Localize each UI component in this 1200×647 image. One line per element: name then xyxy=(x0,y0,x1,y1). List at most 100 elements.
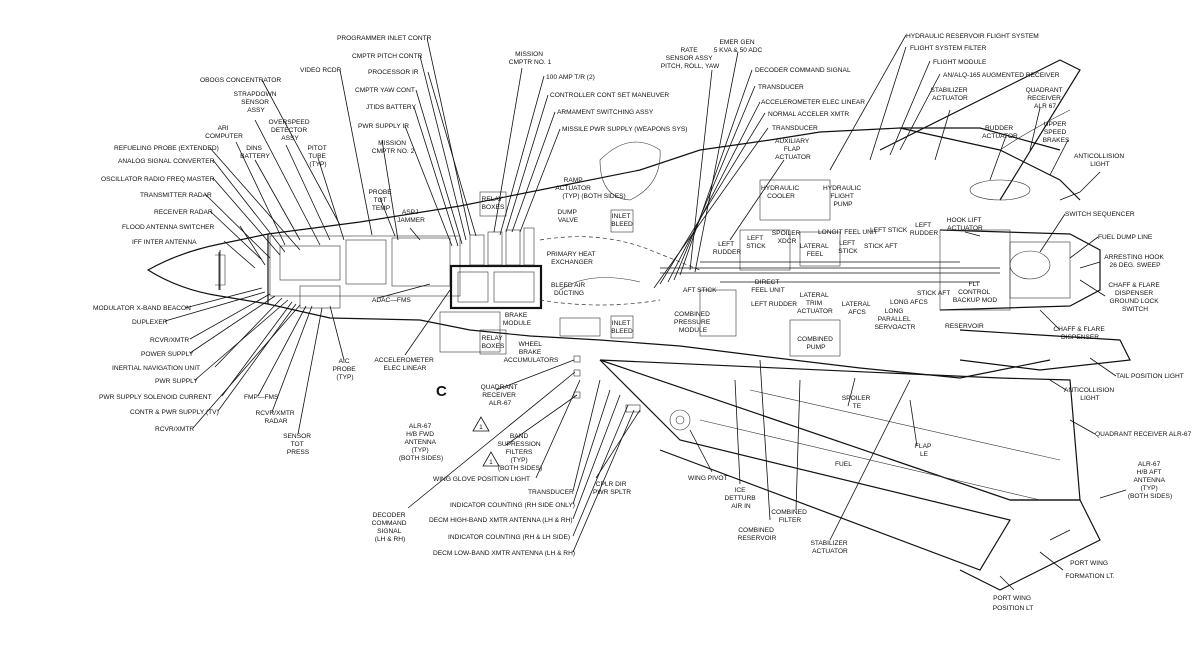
line: ICE xyxy=(735,487,747,494)
label-contr-pwr-supply: CONTR & PWR SUPPLY (TV) xyxy=(130,409,219,416)
label-flt-control: FLT CONTROL BACKUP MOD xyxy=(953,281,997,304)
label-arresting-hook: ARRESTING HOOK 26 DEG. SWEEP xyxy=(1104,254,1166,269)
line: XDCR xyxy=(778,238,797,245)
line: RATE xyxy=(681,47,699,54)
label-programmer-inlet-contr: PROGRAMMER INLET CONTR xyxy=(337,35,432,42)
line: ARRESTING HOOK xyxy=(1104,254,1164,261)
label-inlet-bleed-2: INLET BLEED xyxy=(611,320,633,335)
line: DINS xyxy=(246,145,262,152)
label-armament-switching: ARMAMENT SWITCHING ASSY xyxy=(557,109,654,116)
line: STICK xyxy=(746,243,766,250)
label-left-rudder-3: LEFT RUDDER xyxy=(751,301,797,308)
label-rcvr-xmtr-radar: RCVR/XMTR RADAR xyxy=(255,410,296,425)
line: PARALLEL xyxy=(878,316,911,323)
label-wing-pivot: WING PIVOT xyxy=(688,475,728,482)
line: TE xyxy=(853,403,862,410)
line: DECODER xyxy=(373,512,406,519)
label-accel-elec-linear: ACCELEROMETER ELEC LINEAR xyxy=(374,357,435,372)
label-controller-cont: CONTROLLER CONT SET MANEUVER xyxy=(550,92,669,99)
label-rudder-actuator: RUDDER ACTUATOR xyxy=(982,125,1018,140)
label-upper-speed-brakes: UPPER SPEED BRAKES xyxy=(1043,121,1070,144)
line: ASSY xyxy=(247,107,265,114)
line: FILTER xyxy=(779,517,801,524)
label-spoiler-xdcr: SPOILER XDCR xyxy=(772,230,802,245)
line: EXCHANGER xyxy=(551,259,593,266)
label-fmp-fms: FMP—FMS xyxy=(244,394,279,401)
line: ANTICOLLISION xyxy=(1074,153,1124,160)
line: FEEL UNIT xyxy=(751,287,784,294)
label-mission-cmptr-1: MISSION CMPTR NO. 1 xyxy=(509,51,552,66)
label-transducer-1: TRANSDUCER xyxy=(758,84,804,91)
label-processor-ir: PROCESSOR IR xyxy=(368,69,419,76)
label-pwr-supply-solenoid: PWR SUPPLY SOLENOID CURRENT xyxy=(99,394,212,401)
line: ANTENNA xyxy=(1134,477,1166,484)
label-ramp-actuator: RAMP ACTUATOR (TYP) (BOTH SIDES) xyxy=(555,177,625,200)
label-cmptr-pitch-contr: CMPTR PITCH CONTR xyxy=(352,53,423,60)
line: FLT xyxy=(969,281,980,288)
label-cmptr-yaw-cont: CMPTR YAW CONT xyxy=(355,87,415,94)
line: EMER GEN xyxy=(719,39,754,46)
line: RELAY xyxy=(482,335,504,342)
label-flight-filter: FLIGHT SYSTEM FILTER xyxy=(910,45,987,52)
line: PRESSURE xyxy=(674,319,711,326)
airframe-outline xyxy=(146,59,1131,591)
label-osc-radio: OSCILLATOR RADIO FREQ MASTER xyxy=(101,176,215,183)
line: SERVOACTR xyxy=(875,324,916,331)
line: HYDRAULIC xyxy=(823,185,861,192)
line: CONTROL xyxy=(958,289,991,296)
label-quadrant-receiver-top: QUADRANT RECEIVER ALR 67 xyxy=(1026,87,1065,110)
line: LE xyxy=(920,451,929,458)
line: (BOTH SIDES) xyxy=(498,465,542,472)
line: VALVE xyxy=(558,217,579,224)
line: INLET xyxy=(612,320,631,327)
label-mission-cmptr-2: MISSION CMPTR NO. 2 xyxy=(372,140,415,155)
label-duplexer: DUPLEXER xyxy=(132,319,168,326)
line: ALR-67 xyxy=(409,423,432,430)
line: H/B AFT xyxy=(1137,469,1162,476)
line: BLEED xyxy=(611,221,633,228)
callout-c: C xyxy=(436,383,447,400)
label-port-wing-position: PORT WING POSITION LT xyxy=(993,595,1034,612)
label-probe-tot-temp: PROBE TOT TEMP xyxy=(369,189,394,212)
line: ACTUATOR xyxy=(797,308,833,315)
label-alr67-aft: ALR-67 H/B AFT ANTENNA (TYP) (BOTH SIDES… xyxy=(1128,461,1172,500)
line: LATERAL xyxy=(842,301,871,308)
line: TRIM xyxy=(806,300,822,307)
label-sensor-tot-press: SENSOR TOT PRESS xyxy=(283,433,313,456)
line: GROUND LOCK xyxy=(1110,298,1160,305)
line: ACTUATOR xyxy=(932,95,968,102)
line: SWITCH xyxy=(1122,306,1148,313)
line: COMBINED xyxy=(771,509,807,516)
line: OVERSPEED xyxy=(269,119,310,126)
line: MISSION xyxy=(378,140,406,147)
line: PITOT xyxy=(307,145,326,152)
label-port-wing-formation: PORT WING FORMATION LT. xyxy=(1065,560,1114,580)
line: ASPJ xyxy=(402,209,419,216)
line: ELEC LINEAR xyxy=(384,365,427,372)
label-obogs: OBOGS CONCENTRATOR xyxy=(200,77,281,84)
line: SENSOR ASSY xyxy=(666,55,714,62)
line: TUBE xyxy=(308,153,326,160)
line: COMPUTER xyxy=(205,133,243,140)
label-band-suppression: BAND SUPRESSION FILTERS (TYP) (BOTH SIDE… xyxy=(497,433,542,472)
line: PROBE xyxy=(333,366,357,373)
label-hydraulic-flight-pump: HYDRAULIC FLIGHT PUMP xyxy=(823,185,863,208)
line: DISPENSER xyxy=(1061,334,1099,341)
label-adac-fms: ADAC—FMS xyxy=(372,297,411,304)
label-power-supply: POWER SUPPLY xyxy=(141,351,194,358)
line: BATTERY xyxy=(240,153,270,160)
line: LEFT xyxy=(718,241,734,248)
line: SENSOR xyxy=(241,99,269,106)
label-overspeed: OVERSPEED DETECTOR ASSY xyxy=(269,119,312,142)
label-pitot-tube: PITOT TUBE (TYP) xyxy=(307,145,328,168)
line: TEMP xyxy=(372,205,391,212)
line: RECEIVER xyxy=(1027,95,1061,102)
line: DETECTOR xyxy=(271,127,307,134)
line: ALR-67 xyxy=(489,400,512,407)
label-ari-computer: ARI COMPUTER xyxy=(205,125,243,140)
line: DIRECT xyxy=(755,279,780,286)
note-number: 1 xyxy=(489,459,493,466)
line: ACCUMULATORS xyxy=(504,357,559,364)
label-normal-accel: NORMAL ACCELER XMTR xyxy=(768,111,849,118)
line: BACKUP MOD xyxy=(953,297,997,304)
